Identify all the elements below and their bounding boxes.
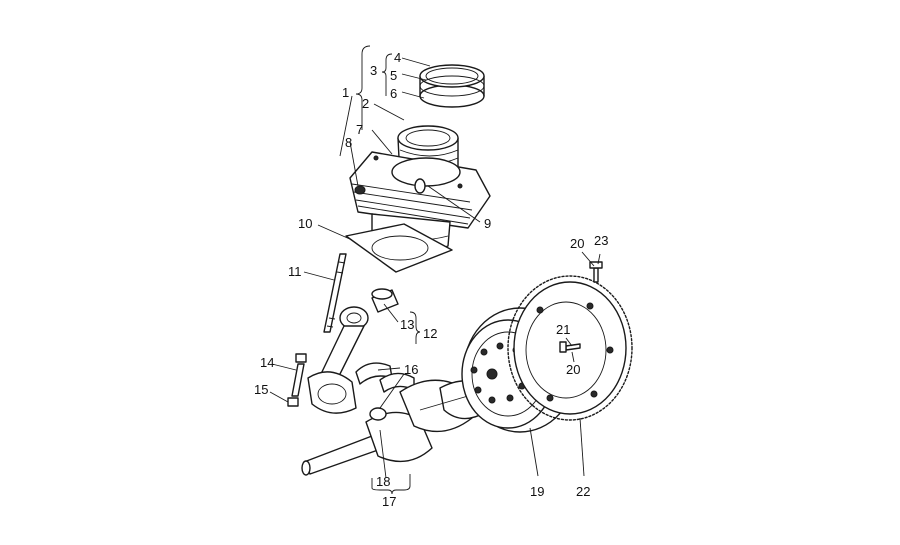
- circlip: [414, 178, 426, 194]
- rod-bolt: [287, 353, 307, 407]
- callout-9: 9: [484, 216, 491, 231]
- callout-10: 10: [298, 216, 312, 231]
- callout-11: 11: [288, 264, 302, 279]
- callout-23: 23: [594, 233, 608, 248]
- callout-21: 21: [556, 322, 570, 337]
- big-end-bearings: [355, 362, 415, 393]
- callout-13: 13: [400, 317, 414, 332]
- callout-20-lower: 20: [566, 362, 580, 377]
- callout-7: 7: [356, 122, 363, 137]
- callout-14: 14: [260, 355, 274, 370]
- callout-5: 5: [390, 68, 397, 83]
- callout-20-top: 20: [570, 236, 584, 251]
- piston-rings: [419, 64, 485, 108]
- callout-2: 2: [362, 96, 369, 111]
- callout-18: 18: [376, 474, 390, 489]
- callout-12: 12: [423, 326, 437, 341]
- base-gasket: [345, 223, 453, 273]
- connecting-rod: [307, 306, 369, 414]
- callout-19: 19: [530, 484, 544, 499]
- callout-3: 3: [370, 63, 377, 78]
- fixing-screws: [559, 261, 603, 353]
- callout-labels: 1 2 3 4 5 6 7 8 9 10 11 12 13 14 15 16 1…: [254, 50, 608, 509]
- callout-16: 16: [404, 362, 418, 377]
- crankshaft: [301, 379, 491, 476]
- callout-8: 8: [345, 135, 352, 150]
- callout-1: 1: [342, 85, 349, 100]
- callout-17: 17: [382, 494, 396, 509]
- callout-15: 15: [254, 382, 268, 397]
- callout-22: 22: [576, 484, 590, 499]
- group-brackets: [339, 45, 421, 495]
- small-end-bush: [371, 288, 399, 313]
- leader-lines: [269, 57, 601, 479]
- callout-4: 4: [394, 50, 401, 65]
- stud: [323, 253, 347, 333]
- callout-6: 6: [390, 86, 397, 101]
